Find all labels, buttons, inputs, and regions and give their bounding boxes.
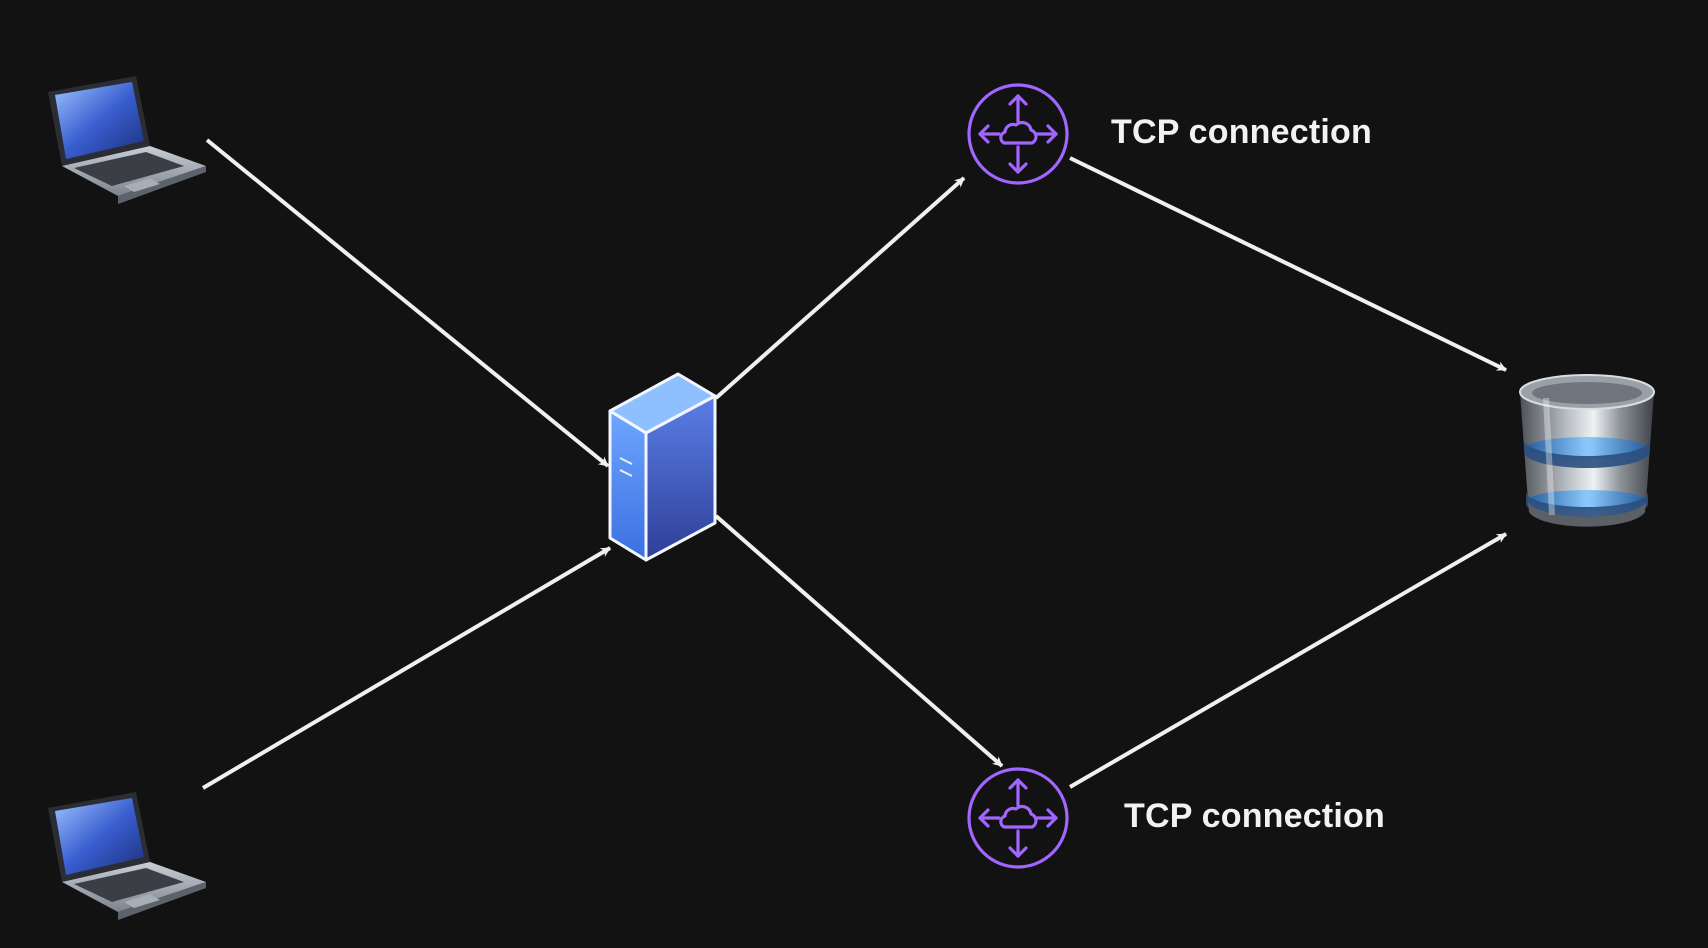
server-icon: [608, 372, 717, 562]
edge-server-to-router-top: [714, 176, 966, 400]
router-icon: [967, 83, 1069, 185]
edge-router-top-to-database: [1069, 156, 1507, 372]
edges: [201, 138, 1508, 790]
router-icon: [967, 767, 1069, 869]
edge-laptop-bottom-to-server: [201, 546, 612, 790]
edge-laptop-top-to-server: [205, 138, 610, 468]
database-icon: [1519, 374, 1655, 527]
edge-router-bottom-to-database: [1068, 532, 1508, 789]
router-bottom-label: TCP connection: [1124, 797, 1385, 835]
laptop-icon: [48, 76, 206, 204]
laptop-icon: [48, 792, 206, 920]
edge-server-to-router-bottom: [714, 514, 1004, 768]
router-top-label: TCP connection: [1111, 113, 1372, 151]
